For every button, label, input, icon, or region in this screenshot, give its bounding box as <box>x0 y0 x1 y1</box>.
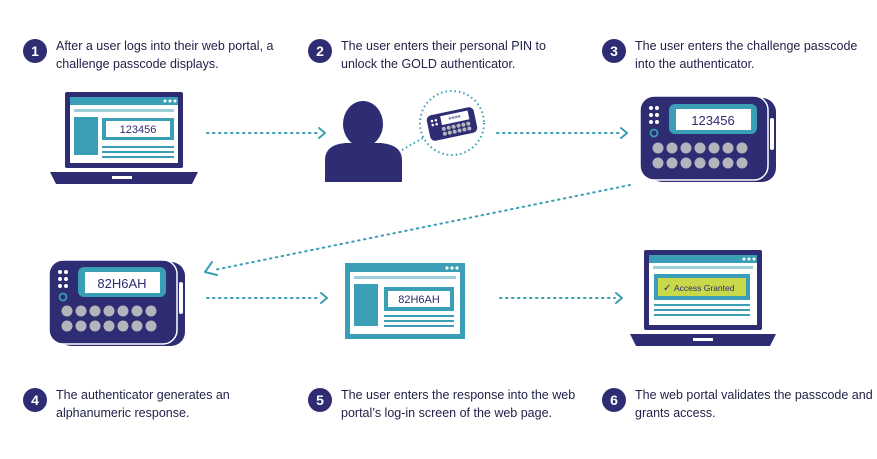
step-text-6: The web portal validates the passcode an… <box>635 388 873 420</box>
check-mark: ✓ <box>663 283 671 294</box>
step-1: 1 After a user logs into their web porta… <box>23 37 291 73</box>
arrowhead-3-4 <box>204 261 218 276</box>
step-text-4: The authenticator generates an alphanume… <box>56 388 230 420</box>
step-4: 4 The authenticator generates an alphanu… <box>23 386 266 422</box>
pin-mask: **** <box>448 113 462 124</box>
step-number-1: 1 <box>23 39 47 63</box>
device-challenge-code: 123456 <box>691 113 734 128</box>
step-text-3: The user enters the challenge passcode i… <box>635 39 858 71</box>
arrowhead-1-2 <box>318 127 326 139</box>
step-number-5: 5 <box>308 388 332 412</box>
web-page-response: 82H6AH <box>345 263 465 339</box>
step-text-2: The user enters their personal PIN to un… <box>341 39 546 71</box>
step-3: 3 The user enters the challenge passcode… <box>602 37 875 73</box>
step-number-4: 4 <box>23 388 47 412</box>
step-number-2: 2 <box>308 39 332 63</box>
pin-bubble: **** <box>401 90 485 156</box>
connector-3-4 <box>213 184 631 271</box>
step-6: 6 The web portal validates the passcode … <box>602 386 875 422</box>
access-granted-message: Access Granted <box>674 283 735 293</box>
authenticator-response: 82H6AH <box>48 259 185 346</box>
challenge-code: 123456 <box>120 124 157 136</box>
device-response-code: 82H6AH <box>97 276 146 291</box>
user-silhouette <box>325 101 402 182</box>
authenticator-challenge: 123456 <box>639 95 776 182</box>
step-number-6: 6 <box>602 388 626 412</box>
step-2: 2 The user enters their personal PIN to … <box>308 37 576 73</box>
laptop-access-granted: ✓ Access Granted <box>630 250 776 346</box>
arrowhead-2-3 <box>620 127 628 139</box>
step-text-1: After a user logs into their web portal,… <box>56 39 274 71</box>
arrowhead-5-6 <box>615 292 623 304</box>
step-text-5: The user enters the response into the we… <box>341 388 576 420</box>
portal-response-code: 82H6AH <box>398 294 440 306</box>
step-5: 5 The user enters the response into the … <box>308 386 581 422</box>
step-number-3: 3 <box>602 39 626 63</box>
arrowhead-4-5 <box>320 292 328 304</box>
laptop-challenge: 123456 <box>50 92 198 184</box>
